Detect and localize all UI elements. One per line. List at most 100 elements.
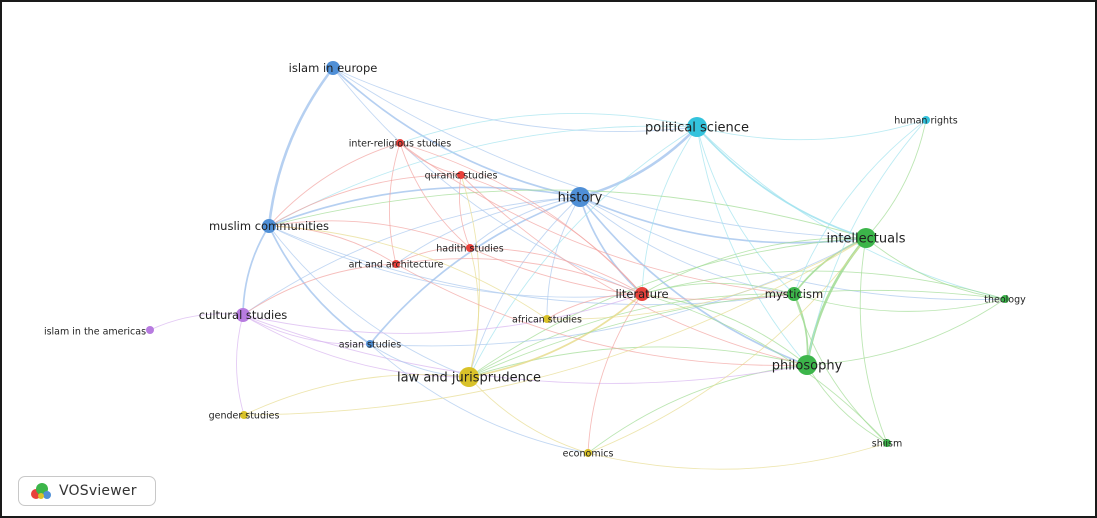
label-literature[interactable]: literature [615,287,668,301]
node-african-studies[interactable] [543,315,551,323]
label-mysticism[interactable]: mysticism [765,287,823,301]
edge-muslim-communities-cultural-studies [242,225,270,316]
edge-muslim-communities-asian-studies [268,225,371,345]
edge-political-science-human-rights [696,119,927,141]
edge-history-political-science [579,126,698,199]
edge-philosophy-theology [806,298,1006,366]
node-law-and-jurisprudence[interactable] [459,367,479,387]
edge-political-science-theology [696,126,1006,300]
edge-cultural-studies-literature [242,293,643,334]
edge-history-theology [579,196,1006,301]
edge-human-rights-mysticism [793,119,927,295]
edge-cultural-studies-islam-in-the-americas [149,313,244,331]
edge-political-science-philosophy [696,126,808,366]
edge-inter-religious-studies-muslim-communities [268,142,401,227]
label-art-and-architecture[interactable]: art and architecture [349,259,444,270]
label-law-and-jurisprudence[interactable]: law and jurisprudence [397,371,541,386]
label-hadith-studies[interactable]: hadith studies [436,243,503,254]
edge-intellectuals-law-and-jurisprudence [468,237,867,378]
node-art-and-architecture[interactable] [392,260,400,268]
label-inter-religious-studies[interactable]: inter-religious studies [349,138,451,149]
edge-asian-studies-economics [369,343,589,454]
edge-philosophy-shiism [806,364,888,444]
node-history[interactable] [570,187,590,207]
label-political-science[interactable]: political science [645,121,749,136]
label-islam-in-the-americas[interactable]: islam in the americas [44,326,146,337]
label-quranic-studies[interactable]: quranic studies [425,170,498,181]
label-gender-studies[interactable]: gender studies [209,410,280,421]
edge-history-literature [579,196,643,295]
label-history[interactable]: history [558,191,603,206]
node-islam-in-europe[interactable] [326,61,340,75]
node-mysticism[interactable] [787,287,801,301]
edge-theology-law-and-jurisprudence [468,289,1006,378]
edge-muslim-communities-literature [268,225,643,298]
edge-literature-art-and-architecture [395,258,643,295]
node-philosophy[interactable] [797,355,817,375]
label-muslim-communities[interactable]: muslim communities [209,219,329,233]
edge-literature-economics [587,293,643,454]
edge-literature-inter-religious-studies [399,142,643,295]
node-inter-religious-studies[interactable] [396,139,404,147]
label-theology[interactable]: theology [984,294,1026,305]
node-shiism[interactable] [883,439,891,447]
label-shiism[interactable]: shiism [872,438,902,449]
edge-literature-quranic-studies [460,174,643,295]
edge-cultural-studies-gender-studies [236,314,245,416]
edge-history-asian-studies [369,196,581,345]
vosviewer-badge[interactable]: VOSviewer [18,476,156,506]
edge-political-science-mysticism [696,126,795,295]
label-african-studies[interactable]: african studies [512,314,582,325]
edge-intellectuals-human-rights [865,119,927,239]
edge-gender-studies-intellectuals [243,237,867,416]
edge-political-science-inter-religious-studies [399,113,698,144]
label-human-rights[interactable]: human rights [894,115,957,126]
label-intellectuals[interactable]: intellectuals [826,232,905,247]
edge-political-science-literature [641,126,698,295]
label-layer: history political science intellectuals phi… [44,61,1026,459]
edge-economics-intellectuals [587,237,867,454]
edge-cultural-studies-asian-studies [242,314,371,345]
edge-african-studies-intellectuals [546,237,867,320]
label-philosophy[interactable]: philosophy [772,359,843,374]
node-islam-in-the-americas[interactable] [146,326,154,334]
edge-law-and-jurisprudence-quranic-studies [460,174,480,378]
edge-mysticism-theology [793,293,1006,312]
edge-islam-in-europe-literature [332,67,643,295]
brand-name: VOSviewer [59,483,137,499]
node-intellectuals[interactable] [856,228,876,248]
edge-political-science-intellectuals [696,126,867,239]
edge-history-mysticism [579,196,795,295]
label-islam-in-europe[interactable]: islam in europe [289,61,378,75]
edge-islam-in-europe-political-science [332,67,698,132]
node-literature[interactable] [635,287,649,301]
label-cultural-studies[interactable]: cultural studies [199,308,288,322]
label-economics[interactable]: economics [563,448,614,459]
node-gender-studies[interactable] [240,411,248,419]
node-asian-studies[interactable] [366,340,374,348]
edge-intellectuals-theology [865,237,1006,300]
label-asian-studies[interactable]: asian studies [339,339,401,350]
edge-history-philosophy [579,196,808,366]
edge-intellectuals-literature [641,237,867,295]
node-quranic-studies[interactable] [457,171,465,179]
node-political-science[interactable] [687,117,707,137]
edge-islam-in-europe-intellectuals [332,67,867,239]
node-human-rights[interactable] [922,116,930,124]
node-layer [146,61,1009,457]
node-hadith-studies[interactable] [466,244,474,252]
edge-art-and-architecture-cultural-studies [242,263,397,316]
node-theology[interactable] [1001,295,1009,303]
edge-islam-in-europe-history [332,67,581,198]
edge-inter-religious-studies-hadith-studies [399,142,471,249]
edge-theology-literature [641,270,1006,300]
node-cultural-studies[interactable] [236,308,250,322]
node-muslim-communities[interactable] [262,219,276,233]
vosviewer-logo-icon [31,483,51,499]
edge-art-and-architecture-philosophy [395,263,808,366]
node-economics[interactable] [584,449,592,457]
edge-history-law-and-jurisprudence [468,196,581,378]
edge-african-studies-muslim-communities [268,225,548,320]
